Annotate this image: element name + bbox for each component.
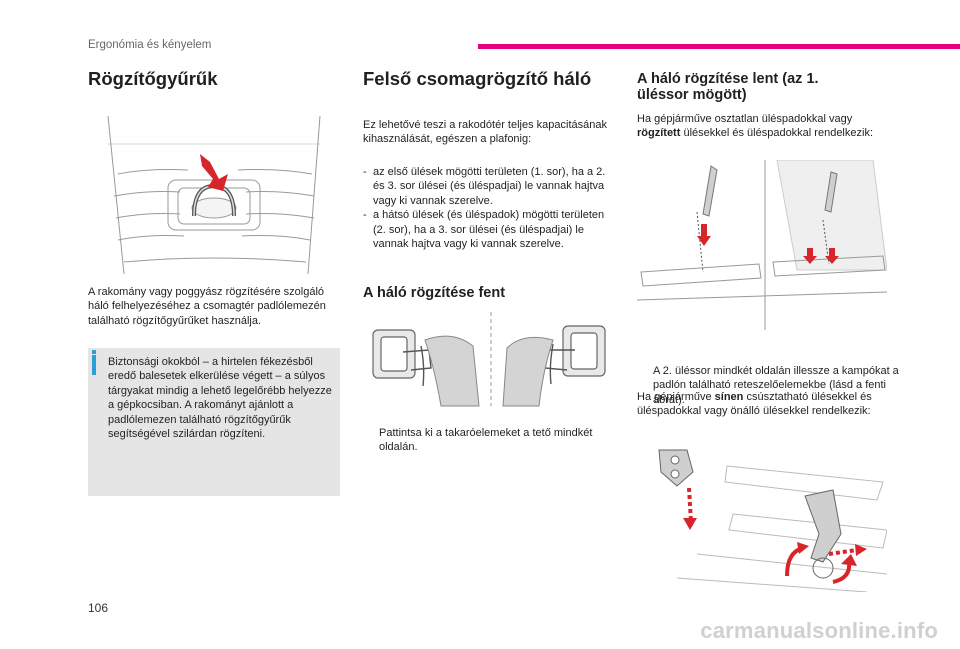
title-anchor-rings: Rögzítőgyűrűk [88,68,218,89]
rail-seats-paragraph: Ha gépjárműve sínen csúsztatható ülésekk… [637,391,872,418]
safety-info-text: Biztonsági okokból – a hirtelen fékezésb… [108,356,332,441]
list-item: -a hátsó ülések (és üléspadok) mögötti t… [363,209,605,251]
illustration-anchor-ring [88,104,340,284]
subtitle-net-fix-top: A háló rögzítése fent [363,285,506,301]
safety-info-box [88,348,340,496]
illustration-floor-hooks-fixed [637,160,887,330]
tip-pop-covers: Pattintsa ki a takaróelemeket a tető min… [379,427,593,454]
info-icon-bar [92,355,96,375]
list-item: -az első ülések mögötti területen (1. so… [363,166,606,207]
upper-net-bullet-list: -az első ülések mögötti területen (1. so… [363,165,615,251]
upper-net-intro: Ez lehetővé teszi a rakodótér teljes kap… [363,119,607,146]
illustration-roof-covers [363,310,615,410]
section-label: Ergonómia és kényelem [88,39,212,51]
page-number: 106 [88,601,109,615]
section-accent-bar [478,44,960,49]
illustration-floor-hooks-rails [637,442,887,592]
watermark: carmanualsonline.info [700,618,938,643]
fixed-seats-paragraph: Ha gépjárműve osztatlan üléspadokkal vag… [637,113,873,140]
anchor-rings-paragraph: A rakomány vagy poggyász rögzítésére szo… [88,286,326,327]
tip-insert-hooks: A 2. üléssor mindkét oldalán illessze a … [653,364,899,406]
title-net-fix-bottom-line2: üléssor mögött) [637,87,747,103]
title-net-fix-bottom-line1: A háló rögzítése lent (az 1. [637,71,819,87]
title-upper-net: Felső csomagrögzítő háló [363,68,592,89]
info-icon [92,350,96,354]
